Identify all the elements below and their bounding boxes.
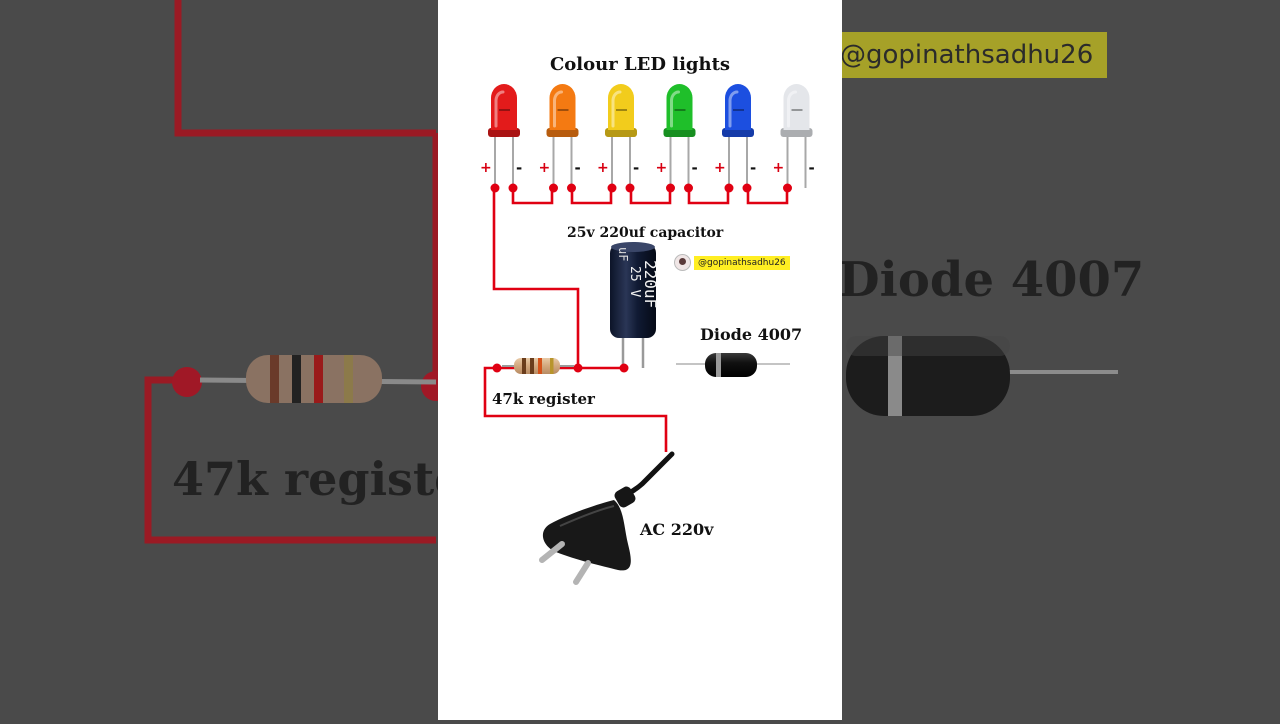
led-minus-sign: - xyxy=(809,159,815,177)
resistor-band-2 xyxy=(530,358,534,374)
plug-body-shine xyxy=(559,505,615,527)
resistor-label: 47k register xyxy=(492,390,595,408)
backdrop-diode-shine xyxy=(846,336,1010,356)
led-minus-sign: - xyxy=(633,159,639,177)
backdrop-resistor-band xyxy=(270,355,279,403)
led-white: +- xyxy=(773,84,815,193)
capacitor-marking-group: 220uF 25 V xyxy=(627,260,660,308)
backdrop-resistor-band xyxy=(292,355,301,403)
capacitor-unit-fragment: uF xyxy=(616,247,630,261)
led-yellow: +- xyxy=(597,84,639,193)
ac-plug xyxy=(539,451,675,585)
plug-strain-relief xyxy=(614,486,636,508)
led-shine xyxy=(494,90,505,128)
backdrop-wire-top xyxy=(174,0,436,137)
diagram-panel: +-+-+-+-+-+- 220uF 25 V uF xyxy=(438,0,842,720)
wire-to-plug xyxy=(483,366,668,452)
plug-body xyxy=(542,500,631,571)
led-plus-sign: + xyxy=(597,160,609,176)
diode-label: Diode 4007 xyxy=(700,325,803,344)
diode-body xyxy=(705,353,757,377)
capacitor-fragment-group: uF xyxy=(616,247,630,261)
backdrop-resistor-band xyxy=(314,355,323,403)
led-minus-sign: - xyxy=(750,159,756,177)
plug-label: AC 220v xyxy=(640,520,714,539)
wire-positive-feed xyxy=(492,188,580,368)
backdrop-handle-badge: @gopinathsadhu26 xyxy=(832,32,1108,78)
led-rim xyxy=(722,128,754,137)
wire-jumper-2 xyxy=(570,188,613,205)
wire-jumper-4 xyxy=(687,188,730,205)
led-plus-sign: + xyxy=(773,160,785,176)
led-plus-sign: + xyxy=(656,160,668,176)
led-shine xyxy=(787,90,797,128)
wire-jumper-5 xyxy=(746,188,789,205)
watermark-handle: @gopinathsadhu26 xyxy=(694,255,790,270)
backdrop-diode-label: Diode 4007 xyxy=(838,252,1145,308)
led-blue: +- xyxy=(714,84,756,193)
led-red: +- xyxy=(480,84,522,193)
backdrop-resistor-label: 47k register xyxy=(172,452,488,506)
led-row: +-+-+-+-+-+- xyxy=(480,84,815,193)
watermark-badge: @gopinathsadhu26 xyxy=(674,254,790,271)
led-minus-sign: - xyxy=(692,159,698,177)
led-orange: +- xyxy=(539,84,581,193)
led-green: +- xyxy=(656,84,698,193)
backdrop-wire-bottom xyxy=(144,376,436,544)
led-plus-sign: + xyxy=(480,160,492,176)
led-plus-sign: + xyxy=(539,160,551,176)
wire-jumper-3 xyxy=(629,188,672,205)
capacitor-label: 25v 220uf capacitor xyxy=(567,225,724,241)
node-resistor-left xyxy=(492,363,502,373)
diode-stripe xyxy=(716,353,721,377)
backdrop-node-left xyxy=(172,367,202,397)
circuit-diagram: +-+-+-+-+-+- 220uF 25 V uF xyxy=(480,84,815,585)
resistor-band-3 xyxy=(538,358,542,374)
resistor xyxy=(502,358,574,374)
diode xyxy=(676,353,790,377)
capacitor-voltage: 25 V xyxy=(627,266,642,297)
led-rim xyxy=(663,128,696,137)
wire-jumper-1 xyxy=(511,188,554,205)
node-capacitor xyxy=(619,363,629,373)
wire-nodes xyxy=(492,363,629,373)
led-rim xyxy=(488,128,520,137)
led-shine xyxy=(728,90,739,128)
led-node-anode xyxy=(549,183,558,193)
led-shine xyxy=(670,90,680,128)
avatar xyxy=(674,254,691,271)
plug-cable xyxy=(621,451,675,499)
led-rim xyxy=(546,128,579,137)
backdrop-diode-stripe xyxy=(888,336,902,416)
capacitor-body xyxy=(610,244,656,338)
resistor-band-4 xyxy=(550,358,554,374)
wires xyxy=(483,188,789,452)
plug-pin-right xyxy=(573,560,591,585)
plug-pin-left xyxy=(539,541,565,563)
led-shine xyxy=(553,90,563,128)
node-resistor-right xyxy=(573,363,583,373)
led-rim xyxy=(780,128,813,137)
led-rim xyxy=(605,128,637,137)
led-plus-sign: + xyxy=(714,160,726,176)
led-minus-sign: - xyxy=(575,159,581,177)
capacitor: 220uF 25 V uF xyxy=(610,242,660,368)
backdrop-diode-body xyxy=(846,336,1010,416)
capacitor-top xyxy=(611,242,655,252)
led-minus-sign: - xyxy=(516,159,522,177)
backdrop-resistor-band xyxy=(344,355,353,403)
diagram-title: Colour LED lights xyxy=(549,54,731,75)
capacitor-marking: 220uF xyxy=(641,260,660,308)
led-shine xyxy=(611,90,622,128)
resistor-band-1 xyxy=(522,358,526,374)
